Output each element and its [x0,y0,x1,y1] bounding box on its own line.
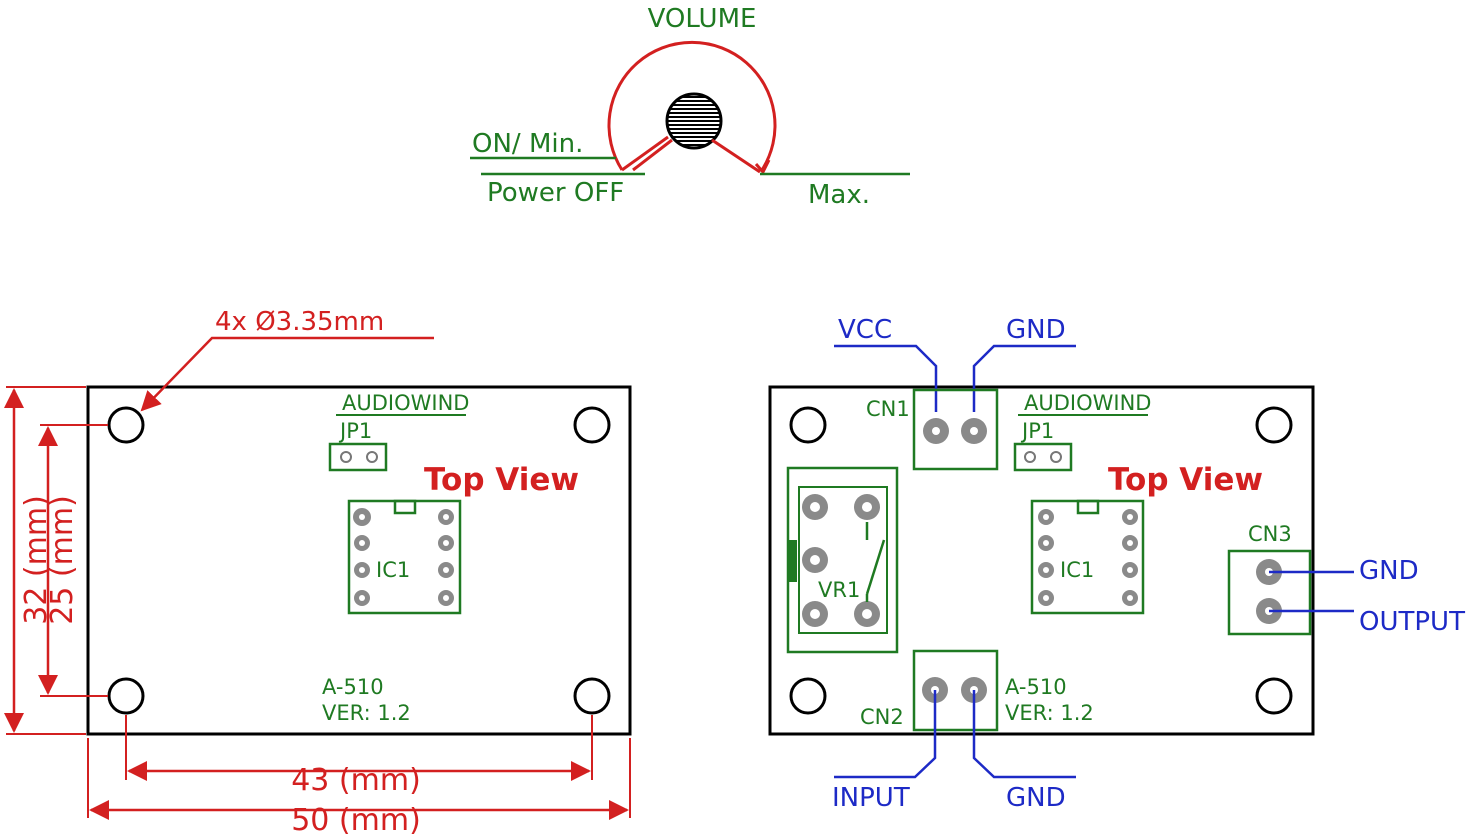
ic-pads-right [1122,509,1138,606]
pointer-off [632,138,673,172]
output-label: OUTPUT [1359,607,1465,637]
on-min-label: ON/ Min. [472,129,583,159]
right-board: VCC GND CN1 AUDIOWIND JP1 Top View [768,315,1465,813]
version-label: VER: 1.2 [1005,701,1094,725]
jumper-label: JP1 [338,419,372,443]
cn3-pads [1256,559,1282,624]
gnd-bottom-wire [972,690,1076,779]
vr-shaft-mark [787,540,797,582]
cn3-outline [1227,549,1312,636]
mount-hole-tl [107,406,145,444]
knob-icon [665,92,723,150]
jumper-label: JP1 [1020,419,1054,443]
mount-hole-bl [107,677,145,715]
dim-width-inner: 43 (mm) [291,763,421,798]
ic-label: IC1 [376,558,410,582]
vr-pads [802,494,880,627]
brand-label: AUDIOWIND [342,391,469,415]
top-view-label: Top View [424,462,579,498]
vr-inner-outline [798,486,888,634]
pcb-outline [768,385,1315,736]
input-label: INPUT [832,783,910,813]
left-board: 4x Ø3.35mm AUDIOWIND JP1 Top View IC1 A-… [4,307,632,838]
hole-leader [140,336,434,412]
vr-label: VR1 [818,578,860,602]
ic-label: IC1 [1060,558,1094,582]
top-view-label: Top View [1108,462,1263,498]
jumper-pin-1 [1024,451,1036,463]
cn1-label: CN1 [866,397,910,421]
dim-height-inner: 25 (mm) [45,495,80,625]
pointer-min [621,135,669,172]
mount-hole-bl [789,677,827,715]
mount-hole-br [1255,677,1293,715]
jumper-outline [328,442,388,472]
rotation-arc [607,40,777,171]
pointer-max [711,138,761,174]
cn2-outline [912,649,999,732]
max-label: Max. [808,180,870,210]
cn1-outline [912,388,999,471]
mount-hole-br [573,677,611,715]
model-label: A-510 [1005,675,1067,699]
jumper-pin-2 [1050,451,1062,463]
cn2-label: CN2 [860,705,904,729]
power-off-label: Power OFF [487,178,624,208]
hole-note: 4x Ø3.35mm [215,307,384,337]
jumper-pin-1 [340,451,352,463]
gnd-bottom-label: GND [1006,783,1066,813]
ic-notch [393,499,417,515]
rotation-arrow [754,159,771,175]
model-label: A-510 [322,675,384,699]
ic-pads-left [1038,509,1054,606]
vcc-label: VCC [838,315,892,345]
mount-hole-tr [1255,406,1293,444]
cn1-pads [923,418,987,444]
jumper-outline [1013,442,1073,472]
switch-lever [865,539,886,595]
gnd-right-label: GND [1359,556,1419,586]
volume-title: VOLUME [648,4,757,34]
pcb-outline [86,385,632,736]
mount-hole-tr [573,406,611,444]
cn2-pads [922,677,987,703]
ic-pads-right [438,509,454,606]
volume-knob-diagram: VOLUME ON/ Min. Power OFF Max. [470,4,910,210]
cn3-label: CN3 [1248,522,1292,546]
gnd-top-label: GND [1006,315,1066,345]
ic-notch [1076,499,1100,515]
mount-hole-tl [789,406,827,444]
ic-pads-left [353,508,371,606]
jumper-pin-2 [366,451,378,463]
input-wire [834,690,937,779]
dim-width-outer: 50 (mm) [291,803,421,838]
brand-label: AUDIOWIND [1024,391,1151,415]
version-label: VER: 1.2 [322,701,411,725]
